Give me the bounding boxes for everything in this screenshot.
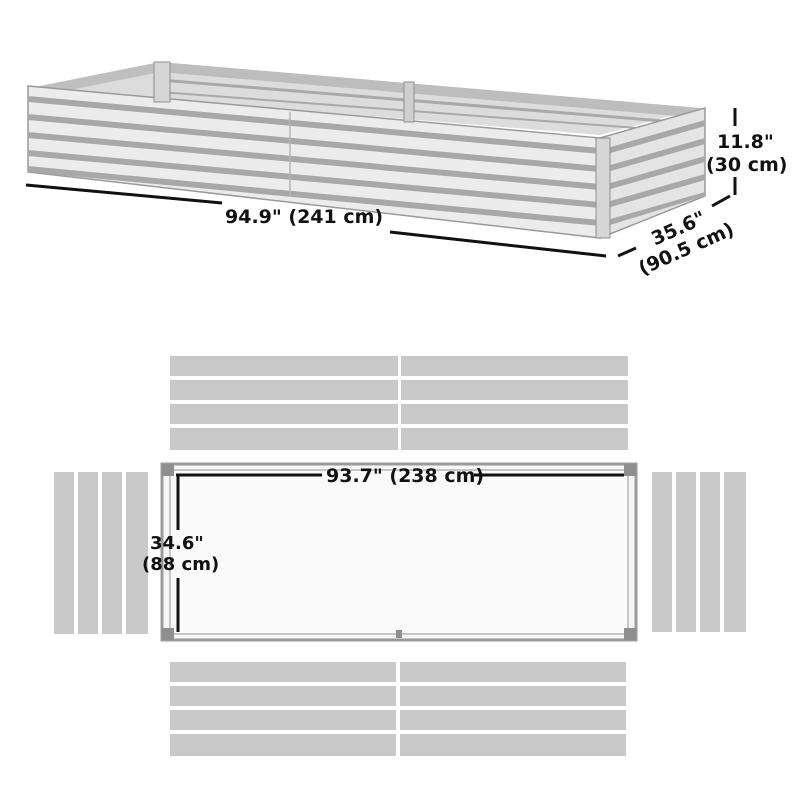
bottom-panel-set [170, 662, 626, 756]
inner-length-dimension: 93.7" (238 cm) [176, 465, 624, 487]
inner-length-dimension-label: 93.7" (238 cm) [326, 465, 484, 487]
inner-width-dimension-label-metric: (88 cm) [142, 554, 219, 575]
front-wall [27, 85, 601, 239]
top-panel-set [170, 356, 628, 450]
height-dimension-label: 11.8" [717, 131, 774, 153]
left-panel-set [54, 472, 148, 634]
bed-frame-outline [160, 462, 638, 642]
height-dimension: 11.8" (30 cm) [706, 108, 787, 195]
inner-width-dimension: 34.6" (88 cm) [142, 475, 219, 632]
left-short-wall [30, 62, 160, 96]
length-dimension-label: 94.9" (241 cm) [225, 206, 383, 228]
length-dimension: 94.9" (241 cm) [25, 183, 607, 258]
height-dimension-label-metric: (30 cm) [706, 154, 787, 176]
exploded-top-view: 93.7" (238 cm) 34.6" (88 cm) [54, 356, 746, 756]
raised-bed-3d-view [27, 61, 706, 240]
right-short-wall [599, 107, 706, 240]
right-panel-set [652, 472, 746, 632]
inner-width-dimension-label: 34.6" [150, 533, 204, 554]
corner-posts [153, 61, 611, 239]
back-wall [30, 62, 701, 135]
